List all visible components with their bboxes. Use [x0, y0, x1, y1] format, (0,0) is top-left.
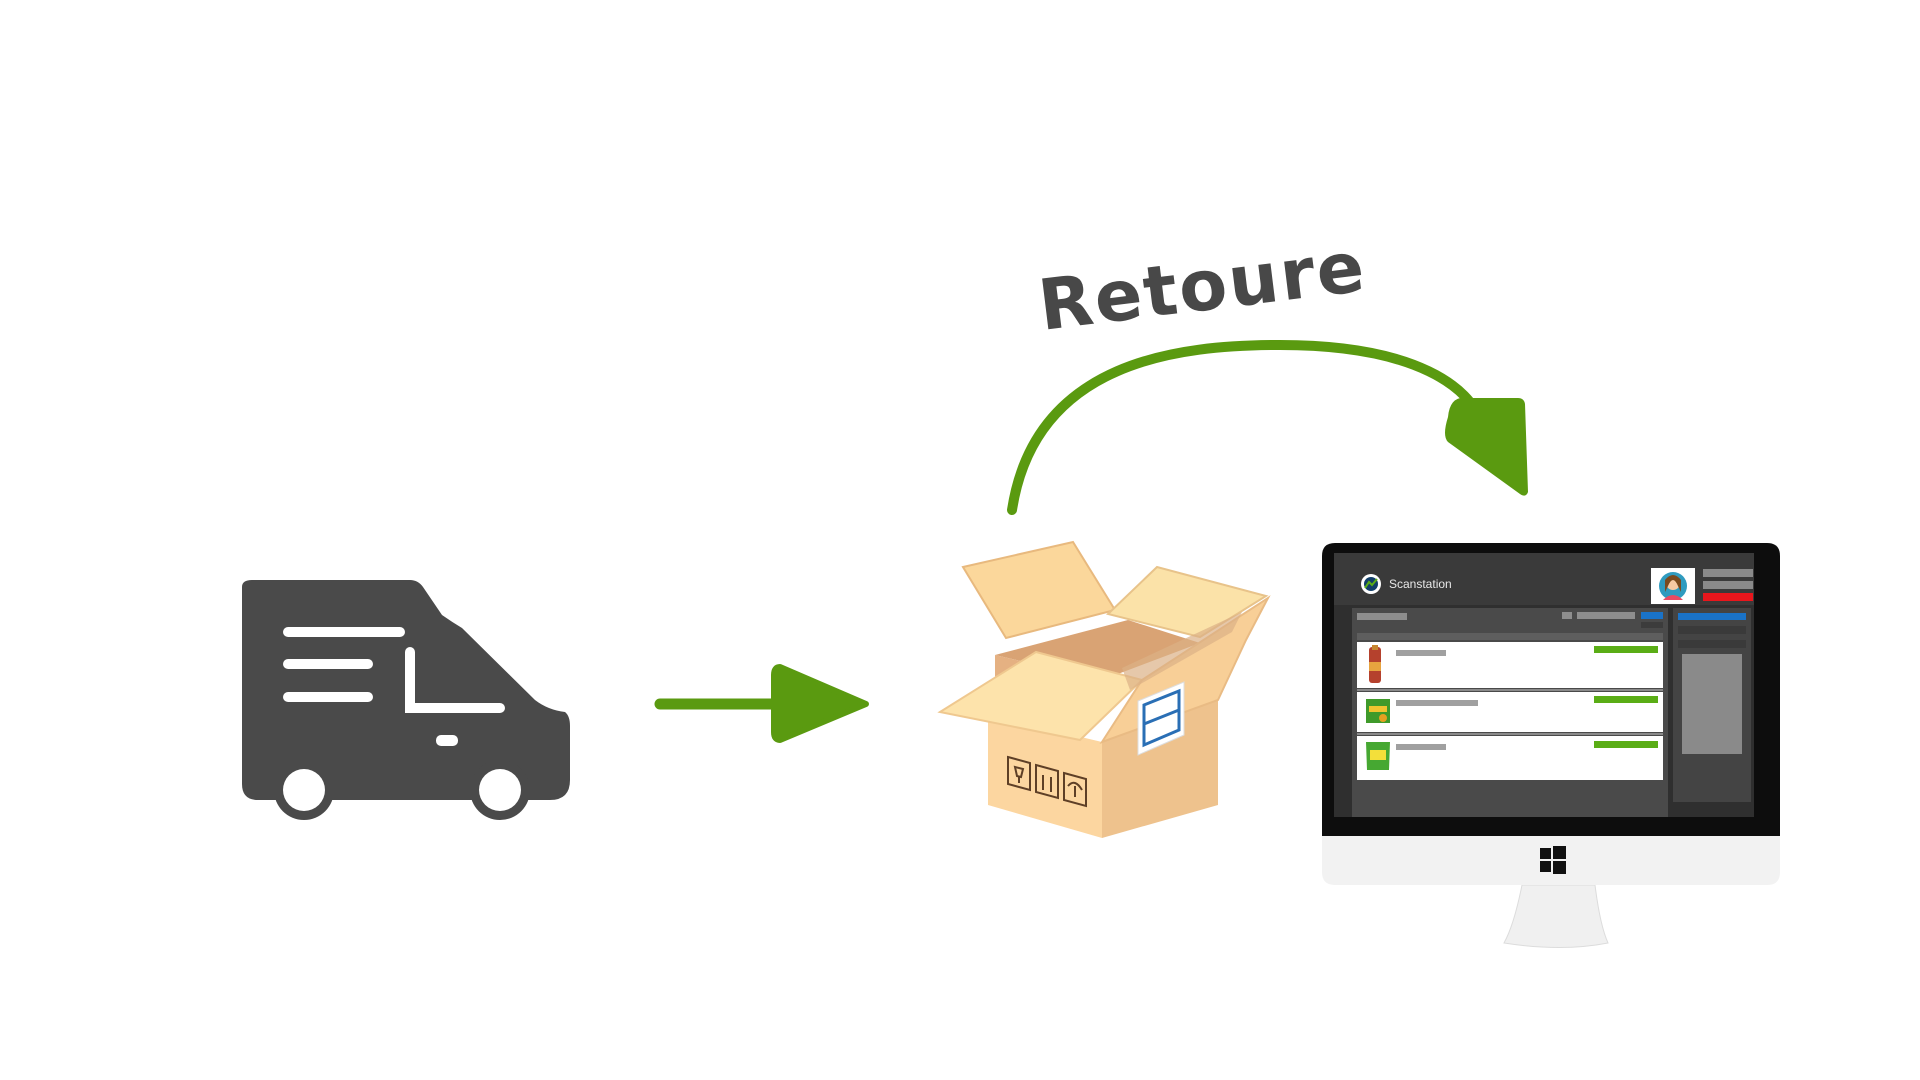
- row-progress: [1594, 646, 1658, 653]
- logout-button[interactable]: [1703, 593, 1753, 601]
- delivery-truck-icon: [242, 580, 570, 820]
- panel-action-button[interactable]: [1641, 612, 1663, 619]
- panel-control[interactable]: [1562, 612, 1572, 619]
- side-panel-button[interactable]: [1678, 613, 1746, 620]
- arrow-box-to-monitor: [1007, 339, 1528, 515]
- row-progress: [1594, 696, 1658, 703]
- panel-control: [1641, 622, 1663, 628]
- table-row[interactable]: [1357, 692, 1663, 732]
- windows-logo-icon: [1540, 846, 1566, 874]
- side-panel-preview: [1682, 654, 1742, 754]
- panel-heading: [1357, 613, 1407, 620]
- bag-product-icon: [1366, 742, 1390, 770]
- app-screen: Scanstation: [1334, 553, 1754, 817]
- row-divider: [1357, 689, 1663, 691]
- scanstation-logo-icon: [1361, 574, 1381, 594]
- table-row[interactable]: [1357, 736, 1663, 780]
- table-row[interactable]: [1357, 642, 1663, 688]
- row-progress: [1594, 741, 1658, 748]
- panel-control[interactable]: [1577, 612, 1635, 619]
- bottle-product-icon: [1369, 645, 1381, 683]
- desktop-monitor-icon: Scanstation: [1322, 543, 1780, 948]
- open-cardboard-box-icon: [937, 540, 1271, 838]
- row-text: [1396, 650, 1446, 656]
- app-title: Scanstation: [1389, 577, 1452, 591]
- side-panel-item[interactable]: [1678, 640, 1746, 648]
- arrow-truck-to-box: [654, 664, 869, 743]
- table-header: [1357, 633, 1663, 640]
- row-text: [1396, 744, 1446, 750]
- header-line: [1703, 581, 1753, 589]
- user-avatar-icon[interactable]: [1651, 568, 1695, 604]
- row-text: [1396, 700, 1478, 706]
- row-divider: [1357, 733, 1663, 735]
- box-product-icon: [1366, 699, 1390, 723]
- header-line: [1703, 569, 1753, 577]
- label-retoure: Retoure: [1034, 225, 1370, 346]
- side-panel-item[interactable]: [1678, 626, 1746, 634]
